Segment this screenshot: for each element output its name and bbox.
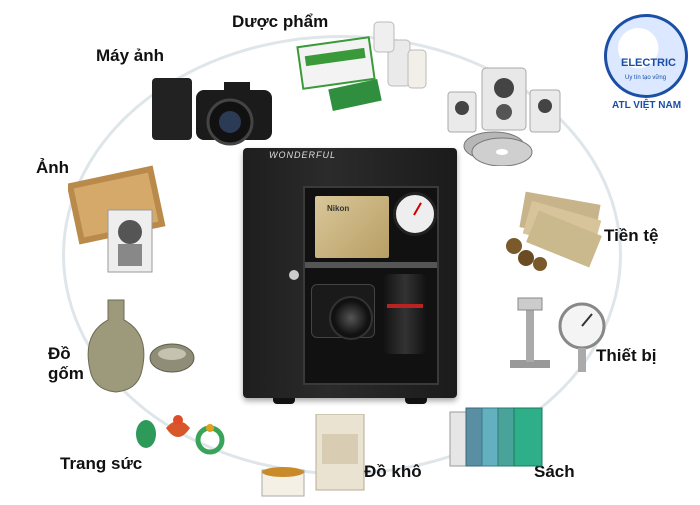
label-thiet-bi: Thiết bị xyxy=(596,346,657,365)
label-duoc-pham: Dược phẩm xyxy=(232,12,329,31)
label-do-kho: Đồ khô xyxy=(364,462,422,481)
cabinet-foot-right xyxy=(405,398,427,404)
company-logo: ELECTRIC Uy tín tạo vững xyxy=(604,14,688,98)
jewelry-image xyxy=(130,398,230,458)
cabinet-camera-lens xyxy=(329,296,373,340)
instrument-image xyxy=(500,290,620,380)
cabinet-brand: WONDERFUL xyxy=(269,150,336,160)
label-do-gom-line1: Đồ xyxy=(48,344,71,363)
ceramics-image xyxy=(78,296,198,396)
hygrometer-gauge xyxy=(393,192,437,236)
nikon-box-label: Nikon xyxy=(327,204,350,213)
label-trang-suc: Trang sức xyxy=(60,454,143,473)
cabinet-window: Nikon xyxy=(303,186,439,385)
pharmaceuticals-image xyxy=(290,14,430,114)
logo-word: ELECTRIC xyxy=(621,57,676,69)
cabinet-shelf xyxy=(305,262,437,268)
dry-cabinet: WONDERFUL Nikon xyxy=(243,148,457,404)
cabinet-telephoto-lens xyxy=(383,274,427,354)
logo-tagline: Uy tín tạo vững xyxy=(625,75,667,81)
label-anh: Ảnh xyxy=(36,158,70,177)
cabinet-foot-left xyxy=(273,398,295,404)
label-may-anh: Máy ảnh xyxy=(96,46,165,65)
photos-image xyxy=(66,160,178,280)
company-name: ATL VIỆT NAM xyxy=(612,100,682,111)
dried-goods-image xyxy=(258,413,368,500)
currency-image xyxy=(502,190,602,280)
label-sach: Sách xyxy=(534,462,575,481)
label-do-gom-line2: gốm xyxy=(48,363,84,383)
label-tien-te: Tiền tệ xyxy=(604,226,659,245)
lock-icon xyxy=(289,270,299,280)
nikon-box: Nikon xyxy=(315,196,389,258)
speakers-image xyxy=(446,66,576,167)
camera-image xyxy=(152,72,282,152)
label-do-gom: Đồ gốm xyxy=(48,344,84,383)
books-image xyxy=(446,402,550,468)
